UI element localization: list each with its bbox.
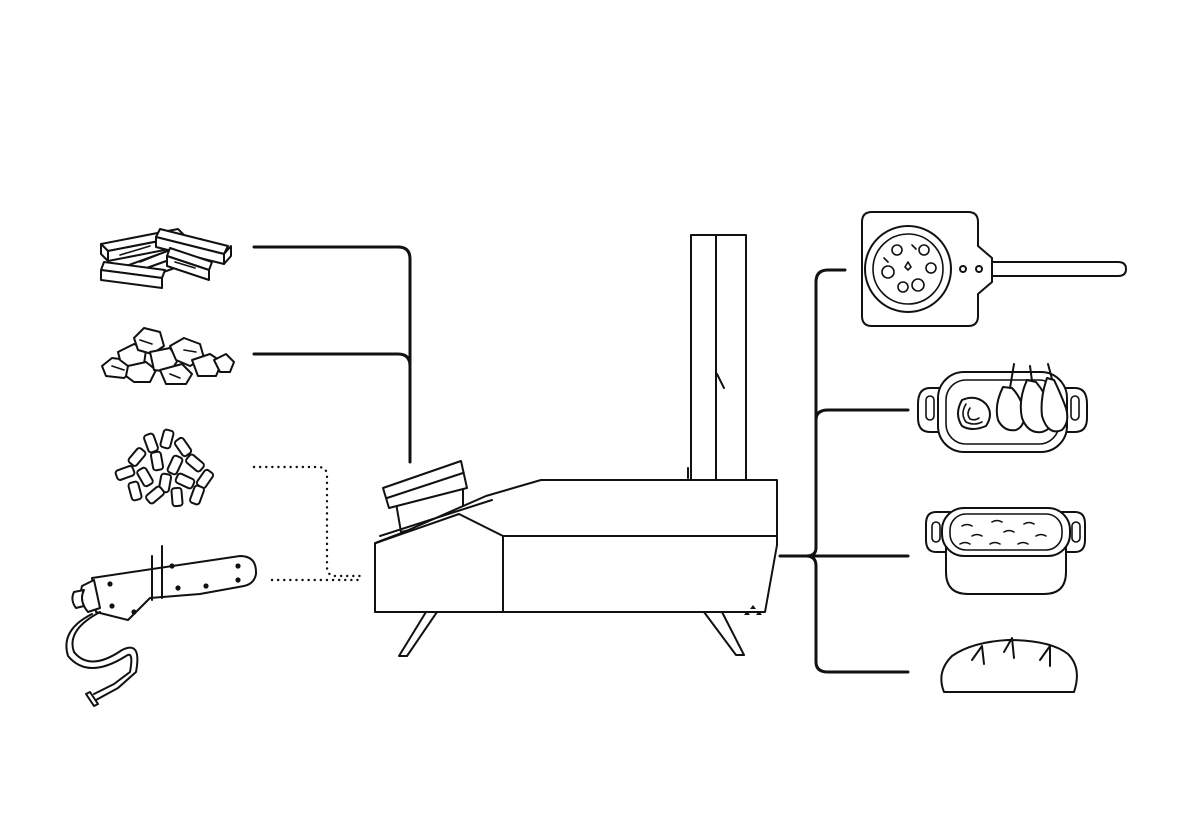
pizza-oven <box>375 235 777 656</box>
wood-icon <box>101 229 231 288</box>
roast-dish-icon <box>918 364 1087 452</box>
bread-loaf-icon <box>941 638 1077 692</box>
uses-connector <box>780 270 908 672</box>
pellets-connector <box>254 467 360 576</box>
wood-pellets-icon <box>115 429 214 506</box>
casserole-dish-icon <box>926 508 1085 594</box>
charcoal-connector <box>254 354 410 366</box>
pizza-peel-icon <box>862 212 1126 326</box>
oven-chimney <box>691 235 746 481</box>
charcoal-icon <box>102 328 234 384</box>
gas-burner-icon <box>66 546 256 706</box>
